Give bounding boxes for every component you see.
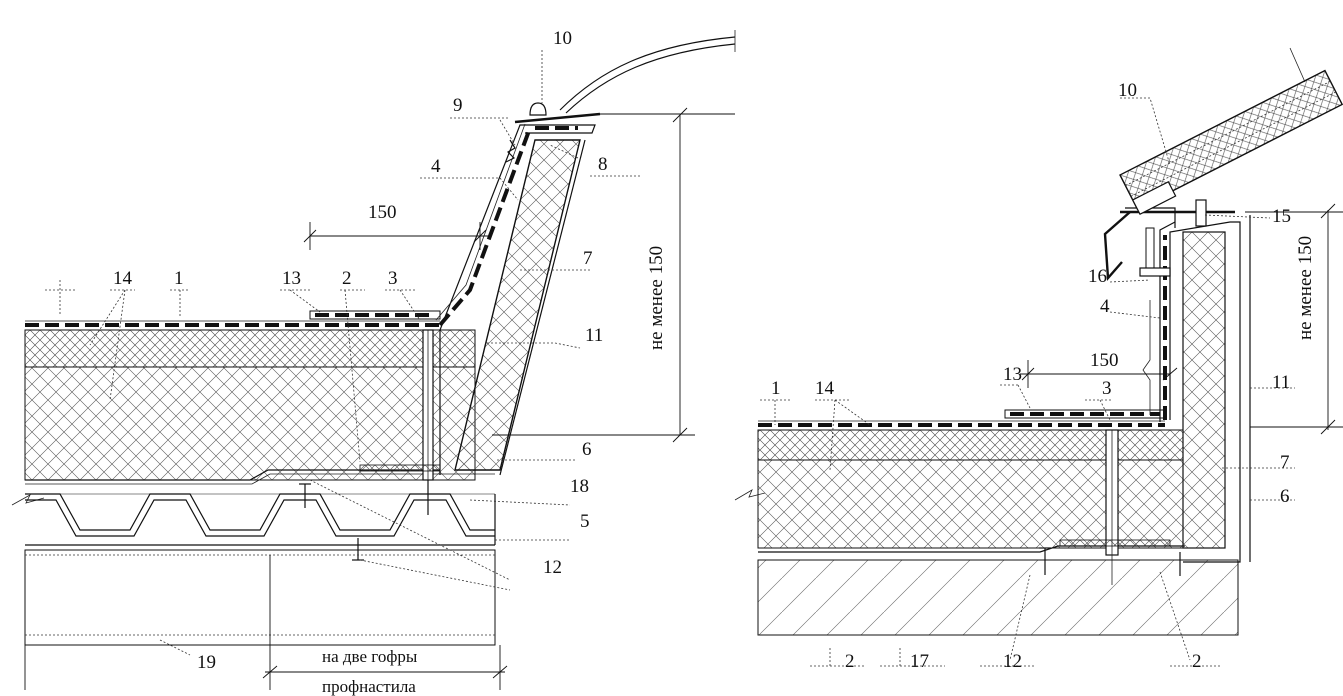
- right-label-17: 17: [910, 651, 929, 672]
- left-detail: 150 не менее 150: [11, 30, 736, 690]
- left-parapet-back: [499, 139, 586, 476]
- right-upper-insulation: [757, 429, 1184, 461]
- right-bolt-15: [1195, 199, 1207, 227]
- right-label-13: 13: [1003, 364, 1022, 385]
- right-label-14: 14: [815, 378, 835, 399]
- right-break-symbol: [734, 489, 766, 501]
- left-note-line1: на две гофры: [322, 647, 418, 666]
- right-bolt-16: [1139, 267, 1171, 277]
- left-label-8: 8: [598, 154, 608, 175]
- left-label-5: 5: [580, 511, 590, 532]
- right-label-4: 4: [1100, 296, 1110, 317]
- left-label-10: 10: [553, 28, 572, 49]
- right-element-10: [1119, 69, 1343, 216]
- right-label-6: 6: [1280, 486, 1290, 507]
- left-beam-19: [24, 549, 496, 646]
- left-parapet-insulation: [454, 139, 581, 471]
- left-dim-min-height: не менее 150: [646, 246, 667, 350]
- left-lower-insulation: [24, 366, 476, 481]
- right-label-3: 3: [1102, 378, 1112, 399]
- left-cover-curve: [559, 36, 736, 111]
- left-label-3: 3: [388, 268, 398, 289]
- left-fastener-10: [529, 102, 547, 116]
- left-label-2: 2: [342, 268, 352, 289]
- left-parapet-sheet: [439, 124, 596, 475]
- left-label-12: 12: [543, 557, 562, 578]
- left-label-13: 13: [282, 268, 301, 289]
- right-label-2a: 2: [845, 651, 855, 672]
- left-note-line2: профнастила: [322, 677, 416, 696]
- left-label-18: 18: [570, 476, 589, 497]
- left-label-19: 19: [197, 652, 216, 673]
- left-label-1: 1: [174, 268, 184, 289]
- left-washer-plate: [359, 464, 441, 472]
- right-parapet-insulation: [1182, 231, 1226, 549]
- right-label-1: 1: [771, 378, 781, 399]
- right-label-16: 16: [1088, 266, 1107, 287]
- right-label-11: 11: [1272, 372, 1290, 393]
- left-label-7: 7: [583, 248, 593, 269]
- left-upper-insulation: [24, 329, 476, 368]
- left-seal-9: [505, 139, 516, 163]
- left-dim-150: 150: [368, 202, 397, 223]
- left-membrane-upstand: [438, 127, 532, 327]
- right-concrete-slab: [757, 559, 1239, 636]
- left-label-9: 9: [453, 95, 463, 116]
- right-lower-insulation: [757, 459, 1184, 549]
- left-upstand-line: [435, 123, 526, 321]
- right-label-7: 7: [1280, 452, 1290, 473]
- right-dim-min-height: не менее 150: [1295, 236, 1316, 340]
- right-dim-150: 150: [1090, 350, 1119, 371]
- left-vapour-barrier: [25, 469, 440, 481]
- right-detail: 150 не менее 150: [734, 47, 1343, 667]
- left-label-4: 4: [431, 156, 441, 177]
- right-washer-plate: [1059, 539, 1171, 547]
- right-parapet-sheet: [1169, 221, 1241, 563]
- left-cap-flashing: [514, 112, 601, 124]
- left-barrier-line: [25, 473, 495, 485]
- left-label-14: 14: [113, 268, 133, 289]
- left-label-6: 6: [582, 439, 592, 460]
- right-label-10: 10: [1118, 80, 1137, 101]
- left-label-11: 11: [585, 325, 603, 346]
- right-label-12: 12: [1003, 651, 1022, 672]
- right-label-2b: 2: [1192, 651, 1202, 672]
- right-label-15: 15: [1272, 206, 1291, 227]
